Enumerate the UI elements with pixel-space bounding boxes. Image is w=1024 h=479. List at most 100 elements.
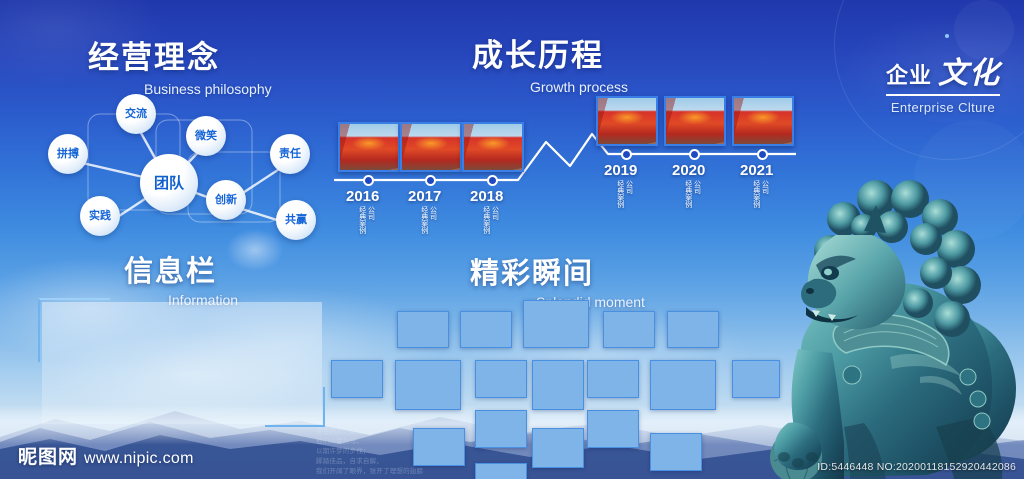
timeline-caption: 公司 经典案例 [751, 180, 769, 208]
timeline-photo[interactable] [462, 122, 524, 172]
team-node-label: 创新 [215, 193, 237, 206]
temple-of-heaven-thumbnail [588, 411, 638, 447]
information-title-cn: 信息栏 [124, 256, 218, 288]
enterprise-culture-en: Enterprise Clture [890, 100, 996, 115]
temple-of-heaven-thumbnail [588, 361, 638, 397]
temple-of-heaven-thumbnail [651, 434, 701, 470]
temple-of-heaven-thumbnail [414, 429, 464, 465]
timeline-caption-col-a: 公司 [761, 180, 769, 194]
timeline-caption: 公司 经典案例 [615, 180, 633, 208]
team-network-diagram: 团队 交流 拼搏 实践 微笑 创新 责任 共赢 [28, 92, 328, 252]
timeline-year: 2017 [408, 188, 442, 205]
temple-of-heaven-thumbnail [476, 411, 526, 447]
moment-photo[interactable] [587, 410, 639, 448]
timeline-caption-col-b: 经典案例 [482, 206, 490, 234]
temple-of-heaven-thumbnail [524, 301, 588, 347]
temple-of-heaven-thumbnail [396, 361, 460, 409]
team-node-weixiao[interactable]: 微笑 [186, 116, 226, 156]
moment-photo[interactable] [331, 360, 383, 398]
team-node-jiaoliu[interactable]: 交流 [116, 94, 156, 134]
timeline-photo[interactable] [400, 122, 462, 172]
section-title-growth: 成长历程 Growth process [472, 30, 628, 95]
timeline-photo[interactable] [732, 96, 794, 146]
timeline-caption-col-b: 经典案例 [420, 206, 428, 234]
timeline-year: 2020 [672, 162, 706, 179]
team-node-pinbo[interactable]: 拼搏 [48, 134, 88, 174]
moment-photo[interactable] [395, 360, 461, 410]
timeline-photo[interactable] [596, 96, 658, 146]
timeline-dot [689, 149, 700, 160]
moment-photo[interactable] [460, 311, 512, 348]
team-node-label: 拼搏 [57, 147, 79, 160]
watermark-cn: 昵图网 [18, 447, 79, 468]
timeline-caption-col-b: 经典案例 [358, 206, 366, 234]
guardian-lion-statue [740, 127, 1024, 479]
moment-photo[interactable] [475, 410, 527, 448]
temple-of-heaven-thumbnail [533, 361, 583, 409]
moment-photo[interactable] [397, 311, 449, 348]
moment-photo[interactable] [523, 300, 589, 348]
timeline-photo[interactable] [664, 96, 726, 146]
expo-pavilion-shape [734, 98, 792, 144]
moment-photo[interactable] [475, 463, 527, 479]
moment-photo[interactable] [532, 428, 584, 468]
team-node-gongying[interactable]: 共赢 [276, 200, 316, 240]
timeline-year: 2019 [604, 162, 638, 179]
panel-corner-bottom-right [265, 387, 325, 427]
timeline-dot [363, 175, 374, 186]
temple-of-heaven-thumbnail [461, 312, 511, 347]
enterprise-culture-cn-b: 文化 [938, 56, 1000, 91]
enterprise-culture-cn: 企业 文化 [885, 48, 1000, 96]
timeline-dot [621, 149, 632, 160]
temple-of-heaven-thumbnail [533, 429, 583, 467]
section-title-philosophy: 经营理念 Business philosophy [88, 32, 272, 97]
enterprise-culture-cn-a: 企业 [885, 63, 932, 88]
timeline-caption-col-b: 经典案例 [684, 180, 692, 208]
timeline-caption: 公司 经典案例 [419, 206, 437, 234]
expo-pavilion-shape [464, 124, 522, 170]
timeline-caption-col-a: 公司 [693, 180, 701, 194]
moment-photo[interactable] [650, 360, 716, 410]
timeline-year: 2018 [470, 188, 504, 205]
team-node-chuangxin[interactable]: 创新 [206, 180, 246, 220]
expo-pavilion-shape [340, 124, 398, 170]
team-node-center[interactable]: 团队 [140, 154, 198, 212]
philosophy-title-cn: 经营理念 [88, 40, 220, 75]
growth-title-en: Growth process [530, 79, 629, 95]
moment-photo[interactable] [532, 360, 584, 410]
timeline-caption-col-b: 经典案例 [752, 180, 760, 208]
team-node-label: 微笑 [195, 129, 217, 142]
timeline-caption: 公司 经典案例 [481, 206, 499, 234]
timeline-caption-col-a: 公司 [367, 206, 375, 220]
temple-of-heaven-thumbnail [476, 361, 526, 397]
expo-pavilion-shape [402, 124, 460, 170]
growth-timeline: 2016 公司 经典案例 2017 公司 经典案例 [330, 96, 800, 240]
team-node-label: 实践 [89, 209, 111, 222]
moment-photo[interactable] [603, 311, 655, 348]
panel-corner-top-left [38, 298, 110, 362]
moment-photo[interactable] [413, 428, 465, 466]
moment-photo[interactable] [587, 360, 639, 398]
watermark: 昵图网 www.nipic.com [18, 442, 194, 469]
growth-title-cn: 成长历程 [472, 38, 604, 73]
team-node-shijian[interactable]: 实践 [80, 196, 120, 236]
timeline-photo[interactable] [338, 122, 400, 172]
watermark-url: www.nipic.com [84, 450, 194, 467]
moment-photo[interactable] [650, 433, 702, 471]
temple-of-heaven-thumbnail [651, 361, 715, 409]
team-node-label: 共赢 [285, 213, 307, 226]
temple-of-heaven-thumbnail [604, 312, 654, 347]
timeline-dot [487, 175, 498, 186]
temple-of-heaven-thumbnail [332, 361, 382, 397]
moment-photo[interactable] [732, 360, 780, 398]
information-panel[interactable] [38, 298, 325, 427]
timeline-caption: 公司 经典案例 [683, 180, 701, 208]
team-node-zeren[interactable]: 责任 [270, 134, 310, 174]
team-node-label: 交流 [125, 107, 147, 120]
timeline-caption-col-a: 公司 [429, 206, 437, 220]
expo-pavilion-shape [598, 98, 656, 144]
moment-photo[interactable] [475, 360, 527, 398]
moment-photo[interactable] [667, 311, 719, 348]
temple-of-heaven-thumbnail [476, 464, 526, 479]
